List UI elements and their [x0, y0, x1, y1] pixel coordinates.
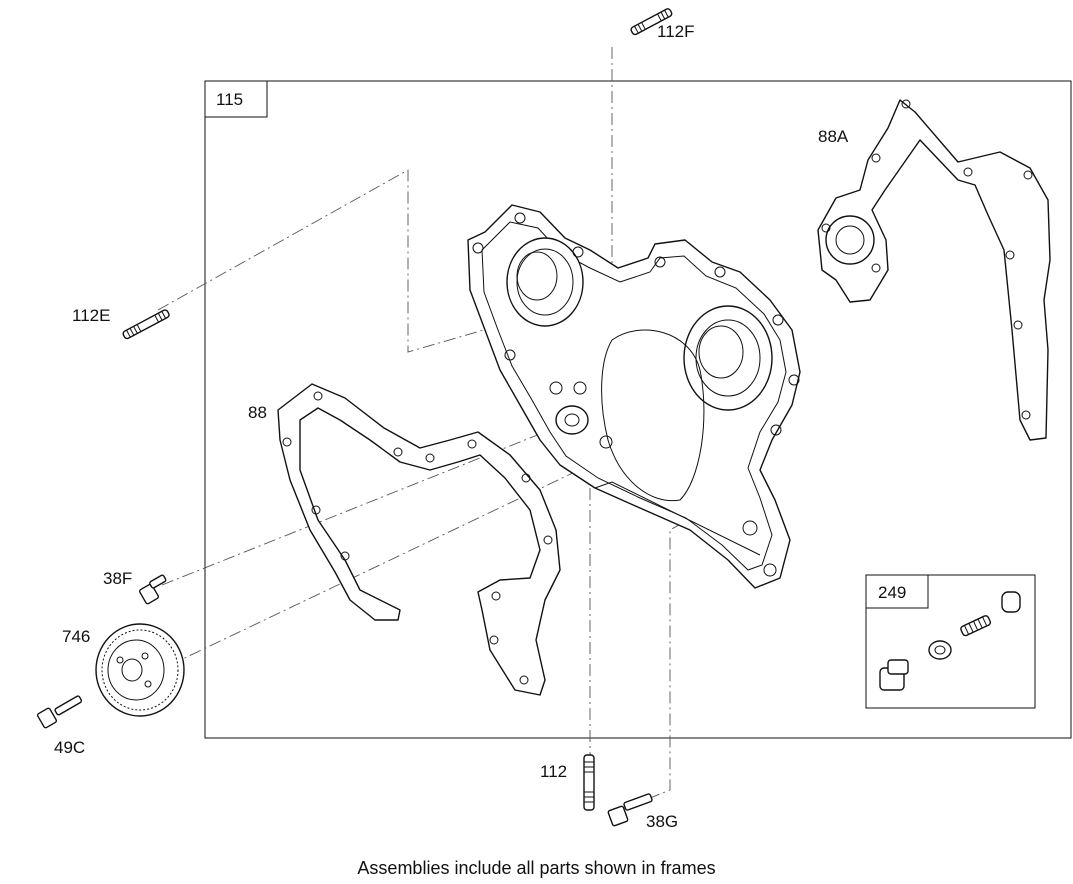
bolt-38f: [138, 574, 167, 605]
frame-249-tag-box: [865, 574, 929, 609]
callout-38f: 38F: [103, 569, 133, 588]
stud-112f: [630, 8, 673, 36]
valve-assembly-249: [879, 591, 1021, 691]
idler-gear-746: [95, 623, 185, 717]
callout-112: 112: [540, 762, 568, 781]
callout-38g: 38G: [646, 812, 679, 831]
callout-112e: 112E: [72, 306, 111, 325]
frame-115-label: 115: [216, 90, 244, 109]
gasket-88: [277, 383, 561, 696]
bolt-49c: [36, 695, 83, 729]
stud-112e: [122, 309, 170, 340]
stud-112: [583, 754, 595, 811]
diagram-caption: Assemblies include all parts shown in fr…: [357, 858, 716, 878]
callout-112f: 112F: [657, 22, 695, 41]
callout-49c: 49C: [54, 738, 86, 757]
assembly-frame-115: [204, 80, 1072, 739]
timing-cover: [467, 204, 801, 589]
bolt-38g: [607, 793, 653, 827]
assembly-frame-249: [865, 574, 1036, 709]
callout-746: 746: [62, 627, 91, 646]
frame-115-tag-box: [204, 80, 268, 118]
gasket-88a: [817, 99, 1051, 441]
frame-249-label: 249: [878, 583, 907, 602]
callout-88: 88: [248, 403, 267, 422]
callout-88a: 88A: [818, 127, 849, 146]
